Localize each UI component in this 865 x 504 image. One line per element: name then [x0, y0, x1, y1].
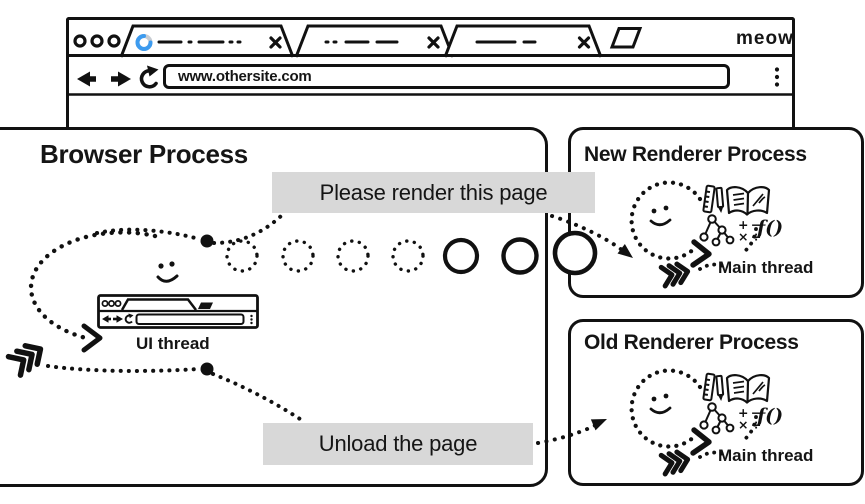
brand-text: meow: [736, 28, 794, 49]
message-unload-label: Unload the page: [263, 423, 533, 465]
browser-window: [66, 17, 795, 130]
ui-thread-label: UI thread: [136, 334, 210, 353]
new-renderer-title: New Renderer Process: [584, 143, 807, 166]
old-renderer-title: Old Renderer Process: [584, 331, 799, 354]
main-thread-label-old: Main thread: [718, 446, 814, 465]
url-text: www.othersite.com: [178, 68, 312, 85]
main-thread-label-new: Main thread: [718, 258, 814, 277]
browser-process-title: Browser Process: [40, 139, 248, 169]
message-render-label: Please render this page: [272, 172, 595, 213]
url-input[interactable]: www.othersite.com: [163, 64, 730, 89]
